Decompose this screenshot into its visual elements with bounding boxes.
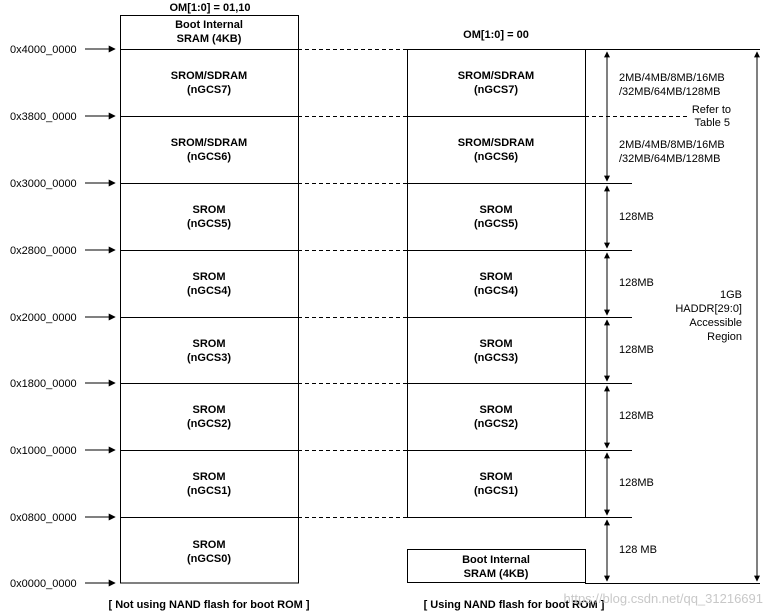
bank7-size-line1: 2MB/4MB/8MB/16MB [619,72,725,84]
left-caption: [ Not using NAND flash for boot ROM ] [108,599,309,611]
right-bank2-cs: (nGCS2) [474,418,518,430]
left-memory-map [120,15,299,584]
refer-note-line2: Table 5 [695,117,730,129]
right-map-outline [407,49,586,518]
left-bank3-cs: (nGCS3) [187,352,231,364]
bank0-size: 128 MB [619,544,657,556]
address-label: 0x0000_0000 [10,578,77,590]
left-bank2-type: SROM [193,404,226,416]
region-label-line3: Accessible [689,317,742,329]
left-bank0-type: SROM [193,539,226,551]
right-bank2-type: SROM [480,404,513,416]
left-boot-sram-line1: Boot Internal [175,19,243,31]
left-bank6-cs: (nGCS6) [187,151,231,163]
right-caption: [ Using NAND flash for boot ROM ] [424,599,605,611]
region-label-line2: HADDR[29:0] [675,303,742,315]
right-boot-sram-line2: SRAM (4KB) [464,568,529,580]
left-bank3-type: SROM [193,338,226,350]
left-boot-sram-line2: SRAM (4KB) [177,33,242,45]
address-label: 0x0800_0000 [10,512,77,524]
left-bank0-cs: (nGCS0) [187,553,231,565]
bank4-size: 128MB [619,277,654,289]
bank2-size: 128MB [619,410,654,422]
address-label: 0x3000_0000 [10,178,77,190]
right-bank4-cs: (nGCS4) [474,285,518,297]
left-bank4-cs: (nGCS4) [187,285,231,297]
left-bank2-cs: (nGCS2) [187,418,231,430]
size-labels: 2MB/4MB/8MB/16MB /32MB/64MB/128MB Refer … [619,72,731,556]
right-map-labels: SROM/SDRAM (nGCS7) SROM/SDRAM (nGCS6) SR… [458,70,534,580]
left-bank7-cs: (nGCS7) [187,84,231,96]
right-bank3-type: SROM [480,338,513,350]
right-bank1-cs: (nGCS1) [474,485,518,497]
right-bank5-type: SROM [480,204,513,216]
watermark: https://blog.csdn.net/qq_31216691 [564,591,764,606]
address-label: 0x1000_0000 [10,445,77,457]
left-bank5-type: SROM [193,204,226,216]
bank1-size: 128MB [619,477,654,489]
right-boot-sram-line1: Boot Internal [462,554,530,566]
address-label: 0x1800_0000 [10,378,77,390]
left-bank6-type: SROM/SDRAM [171,137,247,149]
left-map-labels: Boot Internal SRAM (4KB) SROM/SDRAM (nGC… [171,19,247,565]
size-arrows [604,51,760,582]
left-bank1-cs: (nGCS1) [187,485,231,497]
bank6-size-line1: 2MB/4MB/8MB/16MB [619,139,725,151]
address-label: 0x2000_0000 [10,312,77,324]
right-boot-sram-block [407,549,586,583]
address-label: 0x4000_0000 [10,44,77,56]
right-bank6-type: SROM/SDRAM [458,137,534,149]
right-bank3-cs: (nGCS3) [474,352,518,364]
left-map-outline [120,49,299,584]
left-bank1-type: SROM [193,471,226,483]
address-label: 0x3800_0000 [10,111,77,123]
right-bank7-type: SROM/SDRAM [458,70,534,82]
right-bank5-cs: (nGCS5) [474,218,518,230]
region-label-line4: Region [707,331,742,343]
region-label-line1: 1GB [720,289,742,301]
right-bank7-cs: (nGCS7) [474,84,518,96]
bank7-size-line2: /32MB/64MB/128MB [619,86,721,98]
address-arrows [85,45,116,587]
right-bank1-type: SROM [480,471,513,483]
address-label: 0x2800_0000 [10,245,77,257]
address-labels: 0x4000_0000 0x3800_0000 0x3000_0000 0x28… [10,44,77,590]
bank6-size-line2: /32MB/64MB/128MB [619,153,721,165]
right-mode-header: OM[1:0] = 00 [463,29,529,41]
bank3-size: 128MB [619,344,654,356]
region-label: 1GB HADDR[29:0] Accessible Region [675,289,742,343]
left-bank5-cs: (nGCS5) [187,218,231,230]
left-bank7-type: SROM/SDRAM [171,70,247,82]
bank5-size: 128MB [619,211,654,223]
left-mode-header: OM[1:0] = 01,10 [169,2,250,14]
left-bank4-type: SROM [193,271,226,283]
dashed-connectors [298,49,690,518]
right-memory-map [407,49,760,584]
refer-note-line1: Refer to [692,104,731,116]
right-bank6-cs: (nGCS6) [474,151,518,163]
right-bank4-type: SROM [480,271,513,283]
